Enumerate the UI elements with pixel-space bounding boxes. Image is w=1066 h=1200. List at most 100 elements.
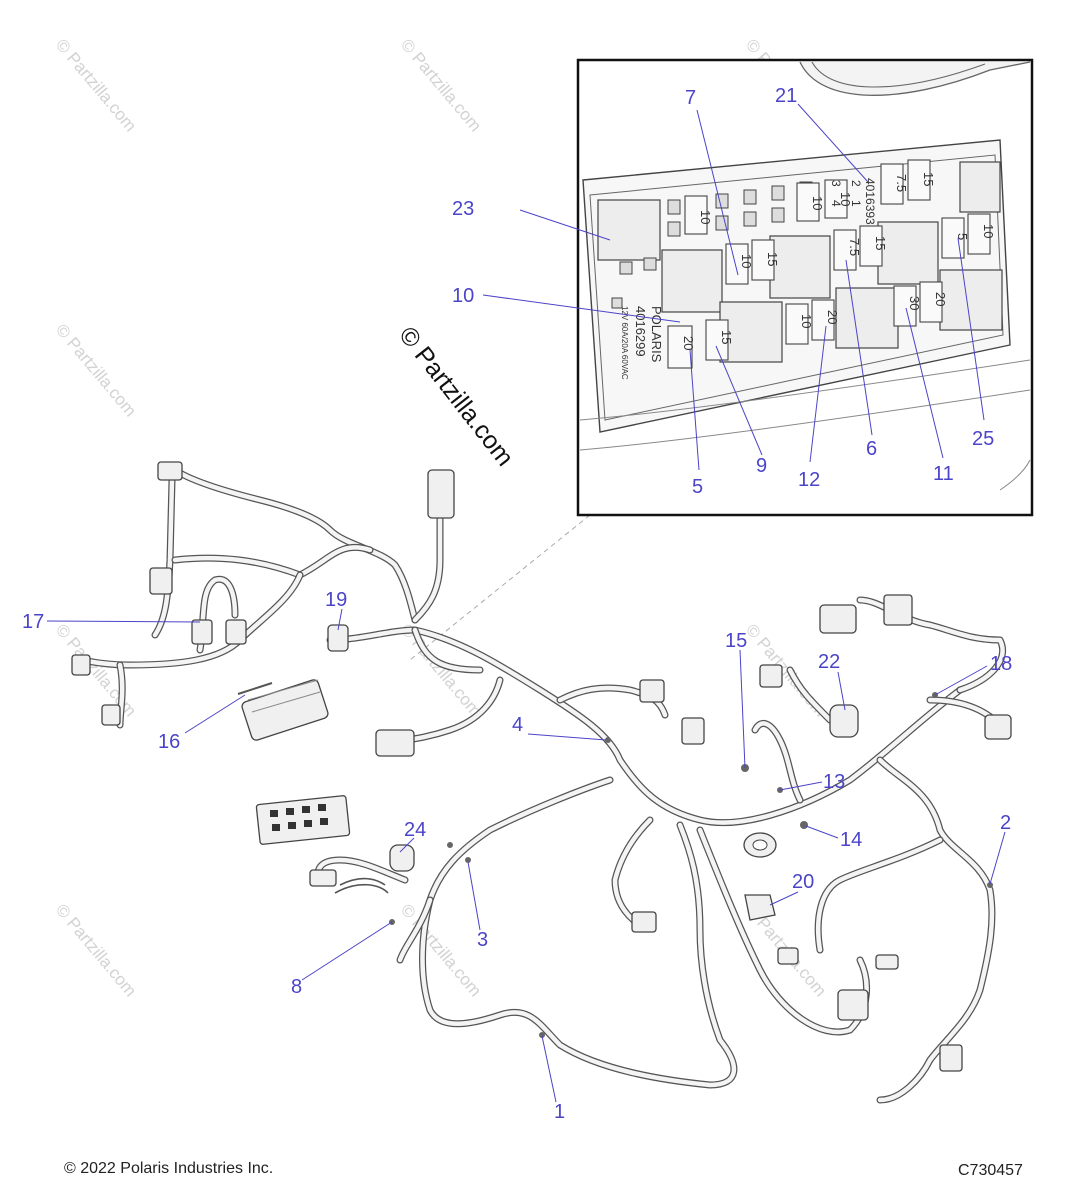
callout-16: 16: [158, 731, 180, 753]
fuse-rating: 5: [955, 233, 970, 240]
clip-4: [605, 737, 611, 743]
callout-17: 17: [22, 611, 44, 633]
callout-20: 20: [792, 871, 814, 893]
fuse-rating: 15: [921, 172, 936, 186]
callout-9: 9: [756, 455, 767, 477]
callout-23: 23: [452, 198, 474, 220]
watermark: © Partzilla.com: [52, 35, 140, 135]
callout-4: 4: [512, 714, 523, 736]
callout-25: 25: [972, 428, 994, 450]
connector: [631, 911, 657, 933]
relay-pin: 2: [849, 180, 863, 187]
fuse: [785, 303, 809, 345]
strap-16: [237, 682, 273, 695]
fuse-rating: 20: [825, 310, 840, 324]
partzilla-watermark-large: © Partzilla.com: [393, 321, 519, 471]
callout-8: 8: [291, 976, 302, 998]
fuse-box-rating: 12V 60A/20A 60VAC: [620, 306, 629, 380]
relay: [769, 235, 831, 299]
fuse: [967, 213, 991, 255]
fuse: [751, 239, 775, 281]
fuse-rating: 10: [698, 210, 713, 224]
relay: [939, 269, 1003, 331]
relay: [835, 287, 899, 349]
fuse: [705, 319, 729, 361]
fuse: [725, 243, 749, 285]
tie-3: [465, 857, 471, 863]
connector: [883, 594, 913, 626]
relay: [877, 221, 939, 285]
point-1: [539, 1032, 545, 1038]
relay-pin: 3: [829, 180, 843, 187]
fuse-box-inset: 10 10 10 7.5 15 10 15 7.5 15 5 10 20 15: [452, 58, 1034, 517]
callout-14: 14: [840, 829, 862, 851]
fuse-box-base: [255, 795, 351, 845]
fuse-rating: 15: [873, 236, 888, 250]
connector: [939, 1044, 963, 1072]
connector: [157, 461, 183, 481]
connector: [101, 704, 121, 726]
connector-19: [327, 624, 349, 652]
fuse: [833, 229, 857, 271]
main-harness: 17 16 19 15 22 18 4 13 14 24 20 3 8 2 1: [22, 461, 1012, 1123]
watermark: © Partzilla.com: [397, 35, 485, 135]
fuse-rating: 10: [739, 254, 754, 268]
connector: [309, 869, 337, 887]
callout-19: 19: [325, 589, 347, 611]
fuse: [796, 182, 820, 222]
relay: [719, 301, 783, 363]
connector: [191, 619, 213, 645]
fuse: [824, 179, 848, 219]
connector: [427, 469, 455, 519]
fuse-rating: 10: [810, 196, 825, 210]
connector: [777, 947, 799, 965]
callout-11: 11: [933, 463, 954, 485]
module-22: [829, 704, 859, 738]
relay: [959, 161, 1001, 213]
fuse-rating: 7.5: [894, 174, 909, 192]
callout-10: 10: [452, 285, 474, 307]
fuse: [859, 225, 883, 267]
callout-21: 21: [775, 85, 797, 107]
connector: [681, 717, 705, 745]
wire-loom-clip: [334, 877, 389, 894]
callout-15: 15: [725, 630, 747, 652]
fuse: [880, 163, 904, 205]
fastener-14: [800, 821, 808, 829]
callout-22: 22: [818, 651, 840, 673]
fuse-box-brand-label: POLARIS 4016299 12V 60A/20A 60VAC: [620, 306, 664, 380]
fuse: [941, 217, 965, 259]
fuse-rating: 10: [799, 314, 814, 328]
callout-7: 7: [685, 87, 696, 109]
fuse-box-part-number: 4016299: [633, 306, 648, 357]
callout-24: 24: [404, 819, 426, 841]
watermark: © Partzilla.com: [52, 900, 140, 1000]
connector: [875, 954, 899, 970]
drawing-number: C730457: [958, 1162, 1023, 1179]
relay: [661, 249, 723, 313]
fuse-rating: 7.5: [847, 238, 862, 256]
connector: [837, 989, 869, 1021]
fuse-rating: 15: [719, 330, 734, 344]
callout-12: 12: [798, 469, 820, 491]
connector: [819, 604, 857, 634]
clip: [447, 842, 453, 848]
fuse-rating: 20: [933, 292, 948, 306]
relay-pin: 1: [849, 200, 863, 207]
connector: [225, 619, 247, 645]
fuse: [907, 159, 931, 201]
connector: [375, 729, 415, 757]
connector: [71, 654, 91, 676]
copyright-notice: © 2022 Polaris Industries Inc.: [64, 1160, 274, 1177]
callout-6: 6: [866, 438, 877, 460]
fuse-rating: 15: [765, 252, 780, 266]
boot-20: [744, 894, 776, 921]
callout-2: 2: [1000, 812, 1011, 834]
fuse: [667, 325, 693, 369]
connector: [759, 664, 783, 688]
relay-pin: 4: [829, 200, 843, 207]
connector: [149, 567, 173, 595]
callout-18: 18: [990, 653, 1012, 675]
watermark: © Partzilla.com: [52, 320, 140, 420]
